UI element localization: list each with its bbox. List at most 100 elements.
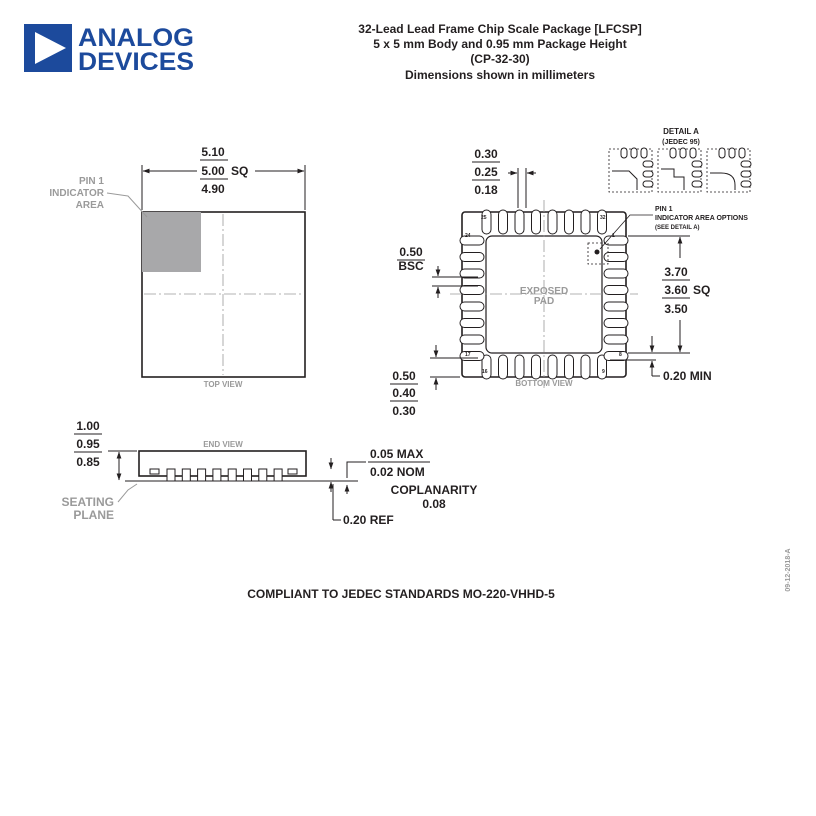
- logo-triangle-icon: [35, 32, 66, 64]
- end-view-lead-4: [212, 468, 222, 482]
- height-min: 0.85: [76, 455, 100, 469]
- lead-bottom-2: [498, 354, 508, 380]
- logo-text-analog: ANALOG: [78, 24, 194, 52]
- detail-a-1-right-lead-2: [642, 170, 654, 178]
- lead-top-4: [531, 209, 541, 235]
- detail-a-2-pad-corner: [661, 168, 685, 190]
- bottom-pin1-indicator-dot: [594, 249, 600, 255]
- lead-top-8: [597, 209, 607, 235]
- end-view: END VIEW 1.00 0.95 0.85 SEATING PLANE 0.…: [62, 419, 478, 527]
- detail-a-2-top-lead-1: [669, 147, 677, 159]
- pitch-value: 0.50: [399, 245, 423, 259]
- top-pin1-leader: [106, 192, 148, 218]
- detail-a-2-right-lead-2: [691, 170, 703, 178]
- detail-a-1-right-lead-3: [642, 180, 654, 188]
- lead-left-6: [459, 318, 485, 328]
- lead-width-min: 0.18: [474, 183, 498, 197]
- detail-a-3-right-lead-2: [740, 170, 752, 178]
- top-pin1-label-3: AREA: [76, 200, 104, 211]
- pad-dim-sq: SQ: [693, 283, 710, 297]
- lead-left-2: [459, 252, 485, 262]
- coplanarity-label: COPLANARITY: [391, 483, 478, 497]
- detail-a-1-pad-corner: [612, 170, 638, 190]
- lead-left-1: [459, 235, 485, 246]
- lead-bottom-1: [481, 354, 492, 380]
- end-view-lead-7: [258, 468, 268, 482]
- bottom-pin1-indicator-box: [587, 242, 609, 265]
- detail-a-box-2: [657, 148, 702, 193]
- bottom-view-label: BOTTOM VIEW: [515, 379, 573, 388]
- detail-a-title: DETAIL A: [663, 127, 699, 136]
- lead-width-max: 0.30: [474, 147, 498, 161]
- logo-text-devices: DEVICES: [78, 48, 194, 76]
- end-view-lead-3: [197, 468, 207, 482]
- lead-right-6: [603, 318, 629, 328]
- pin-number-25: 25: [481, 215, 487, 221]
- end-view-lead-end-left: [149, 468, 160, 475]
- lead-right-3: [603, 268, 629, 279]
- lead-right-7: [603, 334, 629, 345]
- pin-number-17: 17: [465, 352, 471, 358]
- lead-bottom-8: [597, 354, 607, 380]
- detail-a-3-right-lead-1: [740, 160, 752, 168]
- exposed-pad-label-2: PAD: [534, 296, 554, 307]
- detail-a-1-right-lead-1: [642, 160, 654, 168]
- top-view-label: TOP VIEW: [204, 380, 243, 389]
- lead-left-7: [459, 334, 485, 345]
- seating-plane-label-1: SEATING: [62, 495, 114, 509]
- lead-bottom-3: [514, 354, 525, 380]
- top-view-body: [141, 211, 306, 378]
- lead-bottom-6: [564, 354, 574, 380]
- pad-dim-max: 3.70: [664, 265, 688, 279]
- end-view-lead-8: [273, 468, 283, 482]
- top-pin1-label-1: PIN 1: [79, 176, 104, 187]
- end-view-label: END VIEW: [203, 440, 243, 449]
- lead-left-8: [459, 351, 485, 361]
- detail-a-3-top-lead-3: [738, 147, 746, 159]
- lead-top-7: [580, 209, 591, 235]
- detail-a-1-top-lead-2: [630, 147, 638, 159]
- detail-a-3-top-lead-1: [718, 147, 726, 159]
- detail-a-box-3: [706, 148, 751, 193]
- pad-dim-nom: 3.60: [664, 283, 688, 297]
- lead-len-min: 0.30: [392, 404, 416, 418]
- detail-a-2-top-lead-3: [689, 147, 697, 159]
- detail-a-3-pad-corner: [710, 172, 736, 190]
- top-dim-max: 5.10: [201, 145, 225, 159]
- height-max: 1.00: [76, 419, 100, 433]
- end-view-lead-1: [166, 468, 176, 482]
- lead-right-5: [603, 301, 629, 312]
- title-line-4: Dimensions shown in millimeters: [405, 68, 595, 82]
- lead-left-4: [459, 285, 485, 295]
- lead-len-nom: 0.40: [392, 386, 416, 400]
- lead-left-5: [459, 301, 485, 312]
- analog-devices-logo: ANALOG DEVICES: [24, 24, 194, 76]
- top-view: TOP VIEW 5.10 5.00 SQ 4.90 PIN 1 INDICAT…: [49, 145, 306, 389]
- pin-number-1: 1: [612, 233, 615, 239]
- end-view-lead-end-right: [287, 468, 298, 475]
- bottom-view: EXPOSED PAD BOTTOM VIEW 1 8 9 16 17 24 2…: [390, 147, 748, 418]
- end-view-lead-5: [227, 468, 237, 482]
- detail-a-2-right-lead-1: [691, 160, 703, 168]
- lead-right-2: [603, 252, 629, 262]
- lead-len-max: 0.50: [392, 369, 416, 383]
- detail-a-2-right-lead-3: [691, 180, 703, 188]
- title-line-1: 32-Lead Lead Frame Chip Scale Package [L…: [358, 22, 641, 36]
- lead-right-4: [603, 285, 629, 295]
- lead-bottom-4: [531, 354, 541, 380]
- detail-a-1-top-lead-1: [620, 147, 628, 159]
- end-view-lead-6: [243, 468, 252, 482]
- pin-number-32: 32: [600, 215, 606, 221]
- coplanarity-value: 0.08: [422, 497, 446, 511]
- lead-right-8: [603, 351, 629, 361]
- bottom-pin1-label-3: (SEE DETAIL A): [655, 225, 700, 231]
- pin-number-9: 9: [602, 369, 605, 375]
- lead-left-3: [459, 268, 485, 279]
- lead-top-3: [514, 209, 525, 235]
- bottom-pin1-label-1: PIN 1: [655, 206, 673, 213]
- standoff-max: 0.05 MAX: [370, 447, 423, 461]
- compliance-note: COMPLIANT TO JEDEC STANDARDS MO-220-VHHD…: [247, 587, 555, 601]
- detail-a-3-right-lead-3: [740, 180, 752, 188]
- standoff-nom: 0.02 NOM: [370, 465, 425, 479]
- title-line-3: (CP-32-30): [470, 52, 529, 66]
